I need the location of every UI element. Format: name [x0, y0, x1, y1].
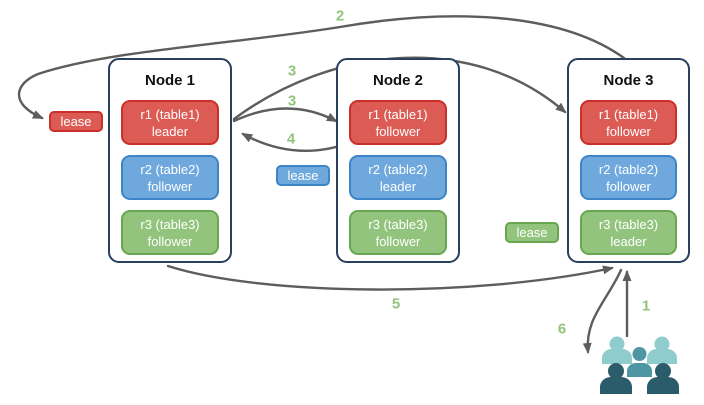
node1-replica-r2: r2 (table2) follower — [121, 155, 219, 200]
replica-role: leader — [151, 123, 189, 139]
replica-name: r2 (table2) — [368, 161, 428, 177]
replica-name: r2 (table2) — [598, 161, 659, 177]
lease-badge-r1: lease — [49, 111, 103, 132]
arrow-step-3-to-node2 — [232, 107, 338, 123]
node-1-title: Node 1 — [144, 72, 195, 89]
node3-replica-r1: r1 (table1) follower — [580, 100, 677, 145]
node1-replica-r1: r1 (table1) leader — [121, 100, 219, 145]
flow-label-step-4: 4 — [286, 130, 296, 148]
flow-label-step-6: 6 — [557, 320, 567, 338]
users-group-icon — [600, 336, 679, 394]
arrow-step-5 — [166, 264, 614, 291]
node2-replica-r1: r1 (table1) follower — [349, 100, 447, 145]
flow-label-step-1: 1 — [641, 297, 651, 315]
replica-name: r1 (table1) — [368, 106, 428, 122]
node2-replica-r3: r3 (table3) follower — [349, 210, 447, 255]
node2-replica-r2: r2 (table2) leader — [349, 155, 447, 200]
replica-name: r3 (table3) — [598, 216, 659, 232]
replica-role: leader — [379, 178, 417, 194]
flow-label-step-3a: 3 — [287, 62, 297, 80]
flow-label-step-2: 2 — [335, 7, 345, 25]
node3-replica-r2: r2 (table2) follower — [580, 155, 677, 200]
replica-name: r3 (table3) — [368, 216, 428, 232]
replica-role: follower — [147, 233, 193, 249]
node-3-title: Node 3 — [603, 72, 654, 89]
replica-name: r2 (table2) — [140, 161, 200, 177]
replica-role: follower — [147, 178, 193, 194]
replica-role: follower — [375, 233, 421, 249]
replica-role: leader — [610, 233, 647, 249]
node-3-card: Node 3 r1 (table1) follower r2 (table2) … — [567, 58, 690, 263]
replica-name: r1 (table1) — [140, 106, 200, 122]
replica-role: follower — [375, 123, 421, 139]
replica-name: r3 (table3) — [140, 216, 200, 232]
node-2-card: Node 2 r1 (table1) follower r2 (table2) … — [336, 58, 460, 263]
node3-replica-r3: r3 (table3) leader — [580, 210, 677, 255]
replica-name: r1 (table1) — [598, 106, 659, 122]
flow-label-step-3b: 3 — [287, 92, 297, 110]
node-2-title: Node 2 — [372, 72, 423, 89]
lease-badge-r2: lease — [276, 165, 330, 186]
replica-role: follower — [606, 178, 651, 194]
flow-label-step-5: 5 — [391, 295, 401, 313]
replica-role: follower — [606, 123, 651, 139]
node1-replica-r3: r3 (table3) follower — [121, 210, 219, 255]
node-1-card: Node 1 r1 (table1) leader r2 (table2) fo… — [108, 58, 232, 263]
lease-badge-r3: lease — [505, 222, 559, 243]
